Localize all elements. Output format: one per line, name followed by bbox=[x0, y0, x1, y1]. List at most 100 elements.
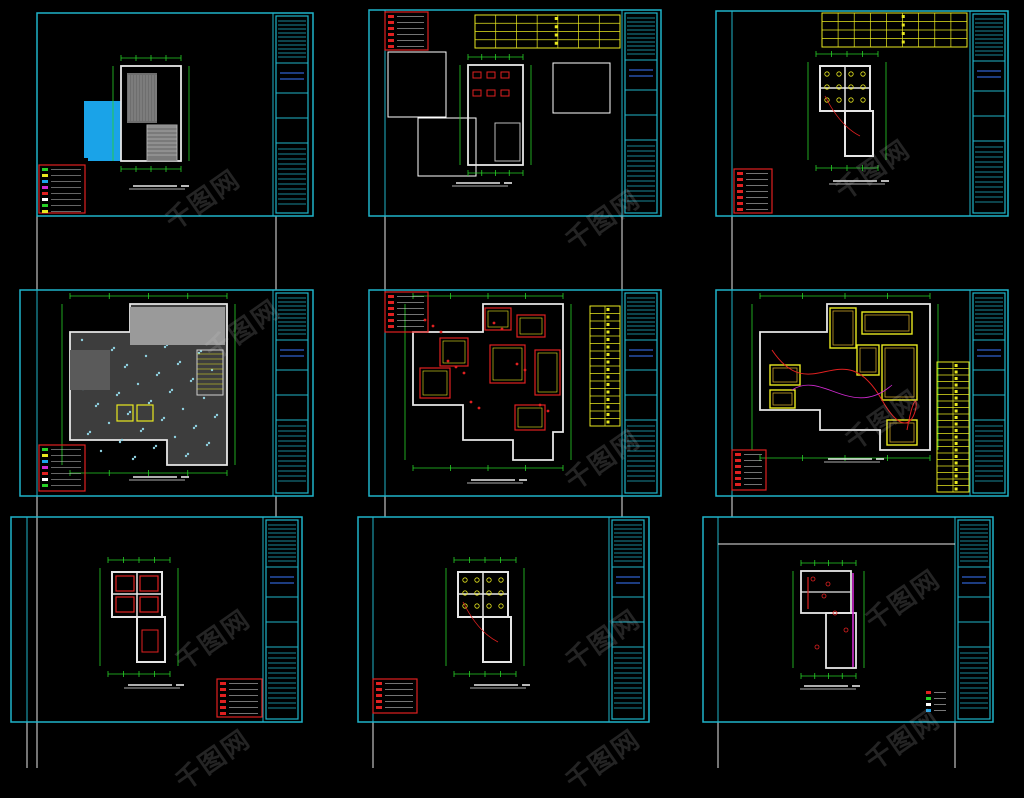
schedule-symbol bbox=[954, 370, 958, 374]
legend-swatch bbox=[376, 688, 382, 691]
light-fixture bbox=[860, 71, 866, 77]
legend-swatch bbox=[42, 460, 48, 463]
floor-pattern-dot bbox=[210, 368, 214, 372]
plan-wall-outline bbox=[412, 303, 564, 461]
light-fixture bbox=[474, 590, 480, 596]
downlight bbox=[477, 406, 481, 410]
ceiling-panel bbox=[141, 629, 159, 653]
ceiling-panel bbox=[115, 596, 135, 613]
floor-pattern-dot bbox=[136, 382, 140, 386]
legend-swatch bbox=[42, 478, 48, 481]
plumbing-fixture bbox=[821, 593, 827, 599]
floor-pattern-dot bbox=[133, 455, 137, 459]
schedule-symbol bbox=[954, 435, 958, 439]
floor-pattern-dot bbox=[186, 452, 190, 456]
title-block bbox=[611, 519, 645, 720]
schedule-symbol bbox=[554, 33, 558, 37]
legend-swatch bbox=[42, 484, 48, 487]
light-fixture bbox=[824, 84, 830, 90]
legend-box bbox=[733, 168, 773, 214]
schedule-symbol bbox=[954, 487, 958, 491]
schedule-symbol bbox=[954, 429, 958, 432]
floor-pattern-dot bbox=[191, 377, 195, 381]
light-fixture bbox=[498, 590, 504, 596]
floor-pattern-dot bbox=[173, 435, 177, 439]
plumbing-fixture bbox=[843, 627, 849, 633]
ceiling-panel bbox=[514, 404, 546, 431]
legend-swatch bbox=[220, 682, 226, 685]
demolition-mark bbox=[472, 71, 482, 79]
downlight bbox=[523, 368, 527, 372]
schedule-symbol bbox=[606, 330, 610, 334]
legend-swatch bbox=[220, 688, 226, 691]
sheet-drawing-area bbox=[372, 516, 610, 723]
legend-swatch bbox=[388, 33, 394, 36]
downlight bbox=[462, 371, 466, 375]
schedule-symbol bbox=[954, 416, 958, 419]
sheet-drawing-area bbox=[36, 12, 274, 217]
legend-swatch bbox=[926, 691, 931, 694]
sheet-frame bbox=[368, 9, 662, 217]
floor-pattern-dot bbox=[147, 401, 151, 405]
floor-pattern-dot bbox=[94, 404, 98, 408]
legend-swatch bbox=[737, 190, 743, 193]
downlight bbox=[423, 318, 427, 322]
legend-swatch bbox=[926, 703, 931, 706]
floor-pattern-dot bbox=[123, 365, 127, 369]
drawing-sheet-plan-demolition bbox=[368, 9, 662, 217]
legend-box bbox=[38, 164, 86, 214]
legend-swatch bbox=[42, 192, 48, 195]
column-marker bbox=[116, 404, 134, 422]
legend-swatch bbox=[388, 319, 394, 322]
schedule-symbol bbox=[954, 364, 958, 367]
schedule-symbol bbox=[554, 25, 558, 29]
schedule-symbol bbox=[606, 308, 610, 311]
plan-wall-outline bbox=[825, 612, 857, 669]
title-block bbox=[624, 292, 658, 494]
light-fixture bbox=[836, 84, 842, 90]
furniture-inner bbox=[832, 310, 854, 346]
drawing-sheet-plan-ceiling-2 bbox=[10, 516, 303, 723]
floor-pattern-dot bbox=[176, 362, 180, 366]
sheet-drawing-area bbox=[36, 289, 274, 497]
legend-swatch bbox=[42, 168, 48, 171]
furniture-block bbox=[769, 389, 796, 409]
light-fixture bbox=[462, 590, 468, 596]
ceiling-cove bbox=[517, 407, 543, 428]
drawing-sheet-plan-floor bbox=[19, 289, 314, 497]
light-fixture bbox=[836, 97, 842, 103]
floor-pattern-dot bbox=[194, 424, 198, 428]
demolition-mark bbox=[486, 71, 496, 79]
ceiling-panel bbox=[139, 575, 159, 592]
tiled-area bbox=[130, 307, 225, 345]
legend-box bbox=[384, 11, 429, 51]
floor-pattern-dot bbox=[152, 446, 156, 450]
schedule-symbol bbox=[954, 403, 958, 406]
ceiling-cove bbox=[492, 347, 523, 381]
legend-swatch bbox=[388, 325, 394, 328]
legend-swatch bbox=[42, 210, 48, 213]
legend-swatch bbox=[388, 21, 394, 24]
legend-swatch bbox=[735, 483, 741, 486]
sheet-drawing-area bbox=[731, 289, 971, 497]
legend-swatch bbox=[926, 697, 931, 700]
light-fixture bbox=[848, 84, 854, 90]
floor-hatch bbox=[127, 73, 157, 123]
demolition-mark bbox=[486, 89, 496, 97]
downlight bbox=[469, 400, 473, 404]
legend-swatch bbox=[735, 459, 741, 462]
drawing-sheet-plan-ceiling bbox=[368, 289, 662, 497]
ceiling-cove bbox=[422, 370, 448, 396]
legend-swatch bbox=[388, 39, 394, 42]
schedule-symbol bbox=[954, 396, 958, 400]
schedule-symbol bbox=[606, 338, 610, 341]
floor-pattern-dot bbox=[207, 441, 211, 445]
demolition-mark bbox=[500, 89, 510, 97]
schedule-symbol bbox=[606, 353, 610, 356]
schedule-symbol bbox=[954, 390, 958, 393]
floor-pattern-dot bbox=[107, 421, 111, 425]
light-fixture bbox=[462, 577, 468, 583]
schedule-symbol bbox=[954, 468, 958, 471]
plumbing-fixture bbox=[810, 576, 816, 582]
floor-pattern-dot bbox=[80, 338, 84, 342]
